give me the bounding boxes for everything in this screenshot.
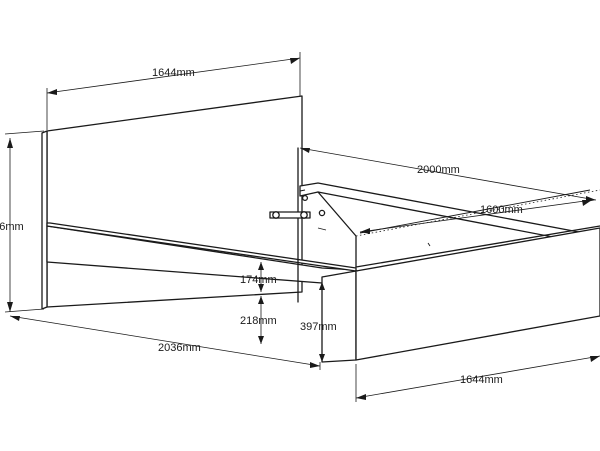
slat-frame-edge bbox=[355, 225, 600, 268]
label-height: 826mm bbox=[0, 221, 24, 233]
label-mattress-width: 1600mm bbox=[480, 204, 523, 216]
screw-mark-1 bbox=[317, 227, 327, 231]
label-foot-width: 1644mm bbox=[460, 374, 503, 386]
bracket-hardware bbox=[269, 194, 431, 247]
bolt-left bbox=[272, 211, 280, 219]
dimension-labels: 1644mm 2000mm 1600mm 826mm 174mm 218mm 3… bbox=[0, 67, 523, 386]
footboard-front bbox=[355, 227, 600, 361]
headboard-edge bbox=[41, 130, 48, 310]
bracket-bar bbox=[269, 211, 311, 219]
label-rail-height: 174mm bbox=[240, 274, 277, 286]
label-overall-length: 2036mm bbox=[158, 342, 201, 354]
bolt-rail bbox=[318, 209, 326, 217]
side-rail-right-edge bbox=[299, 189, 306, 192]
dimension-lines bbox=[4, 52, 600, 402]
side-rail-top bbox=[46, 222, 357, 272]
bolt-top bbox=[301, 194, 309, 202]
slat-frame-inner-line bbox=[359, 189, 591, 234]
label-foot-height: 397mm bbox=[300, 321, 337, 333]
label-length: 2000mm bbox=[417, 164, 460, 176]
bolt-right bbox=[300, 211, 308, 219]
label-floor-clearance: 218mm bbox=[240, 315, 277, 327]
side-rail-right bbox=[299, 182, 600, 247]
label-head-width: 1644mm bbox=[152, 67, 195, 79]
footboard-side bbox=[321, 270, 357, 363]
bed-frame bbox=[41, 95, 600, 363]
screw-mark-2 bbox=[427, 242, 431, 247]
slat-frame-inner bbox=[355, 189, 600, 237]
